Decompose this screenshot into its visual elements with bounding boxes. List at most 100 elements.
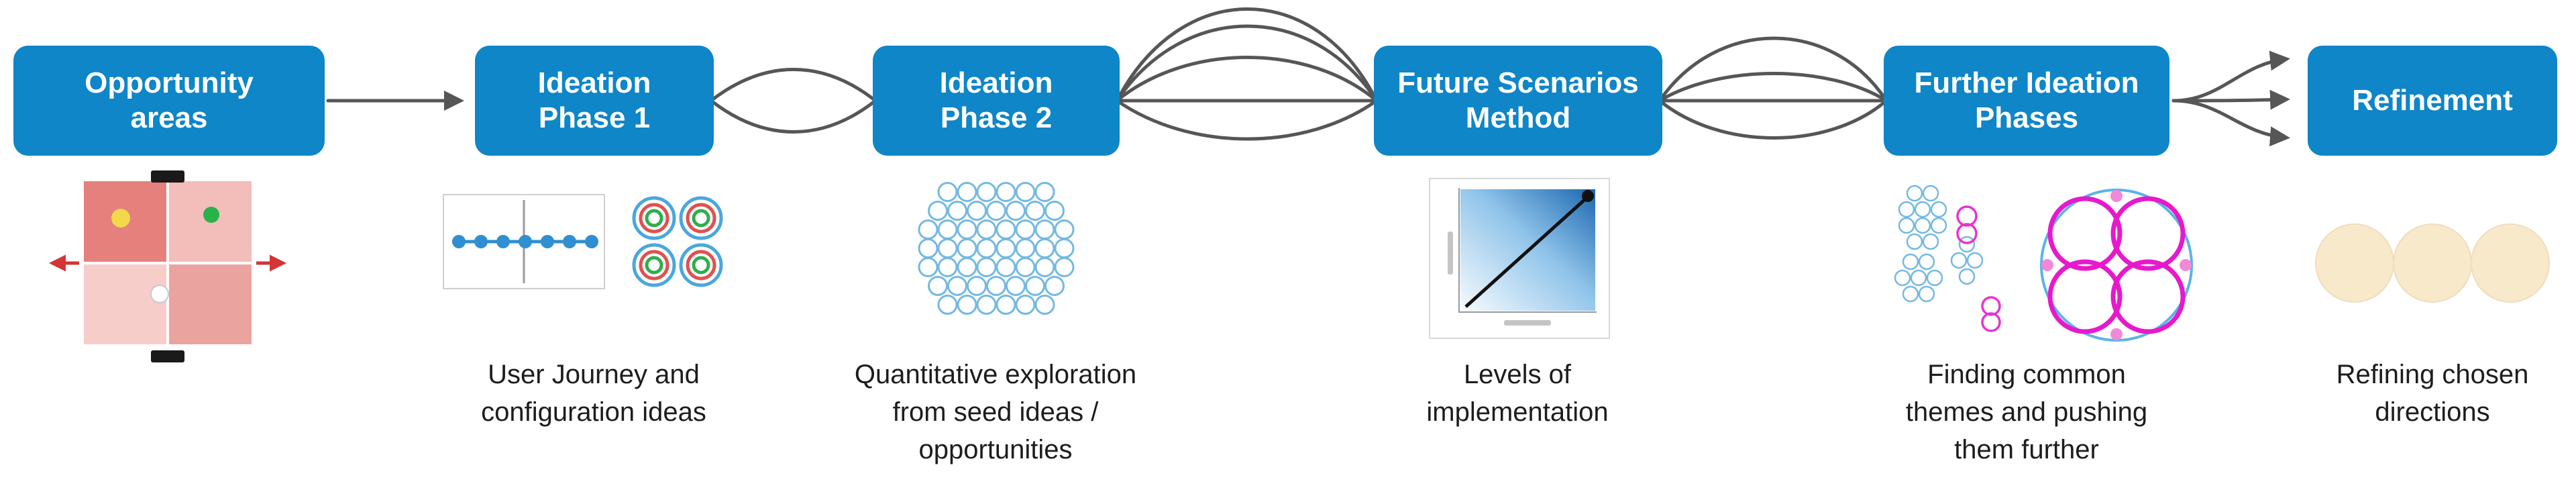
idea-circle [996,219,1016,240]
matrix-quadrant-bottom-right [169,264,252,344]
idea-circle [928,276,948,296]
stage-label: Ideation Phase 2 [939,66,1053,134]
idea-cluster-circles [918,182,1075,315]
idea-circle [1950,252,1968,269]
idea-circle [937,295,958,315]
journey-dots [452,235,598,248]
idea-circle [957,219,977,240]
idea-circle [1034,182,1055,202]
theme-intersection-dots [2041,190,2192,340]
idea-circle [1958,268,1976,285]
chart-y-axis-label [1448,232,1453,275]
idea-circle [1902,253,1919,270]
idea-circle [1910,269,1927,287]
idea-circle [1025,201,1045,221]
idea-circle [1044,201,1065,221]
idea-circle [1015,182,1036,202]
idea-circle [1898,217,1915,234]
refinement-circles-graphic [2315,223,2550,303]
idea-circle [1034,295,1055,315]
connector-arrow-5-6-bottom [2171,99,2290,147]
grouped-themes-circle-graphic [2040,189,2193,342]
stage-caption-further-ideation: Finding common themes and pushing them f… [1905,360,2148,464]
stage-label: Ideation Phase 1 [537,66,651,134]
idea-circle [937,238,958,258]
connector-braid-4-5-arc1 [1658,36,1888,103]
idea-circle [1044,276,1065,296]
theme-circles [2047,196,2186,334]
opportunity-matrix-graphic [49,170,286,362]
idea-circle [1034,257,1055,277]
stage-caption-ideation-1: User Journey and configuration ideas [481,360,706,427]
idea-circle [1914,201,1931,218]
matrix-dot-green [203,207,219,223]
stage-node-ideation-phase-1: Ideation Phase 1 [475,46,714,156]
idea-circle [1015,295,1036,315]
stage-caption-refinement: Refining chosen directions [2336,360,2529,427]
idea-circle [996,182,1016,202]
idea-circle [1054,238,1075,258]
idea-circle [918,257,938,277]
mini-cluster [1950,236,1984,285]
idea-circle [918,238,938,258]
idea-circle [1006,201,1026,221]
idea-circle [986,276,1006,296]
stage-caption-ideation-2: Quantitative exploration from seed ideas… [854,360,1137,464]
idea-circle [1015,219,1036,240]
idea-circle [1914,217,1931,234]
mini-cluster [1894,253,1943,303]
stage-node-future-scenarios-method: Future Scenarios Method [1374,46,1662,156]
chart-x-axis-label [1504,320,1551,326]
user-journey-timeline-graphic [443,194,723,289]
idea-circle [976,295,997,315]
idea-circle [957,257,977,277]
matrix-axis-label-top [151,170,184,183]
idea-circle [1926,269,1943,287]
stage-node-further-ideation-phases: Further Ideation Phases [1884,46,2169,156]
chart-diagonal-line [1464,197,1588,308]
idea-circle [1006,276,1026,296]
connector-arrow-5-6-top [2171,50,2290,103]
idea-circle [1894,269,1911,287]
idea-circle [996,238,1016,258]
connector-lens-2-3-top [709,68,877,103]
idea-cluster-graphic [918,182,1075,315]
idea-circle [1015,257,1036,277]
idea-circle [1898,201,1915,218]
target-rings-graphic [632,196,723,287]
mini-cluster [1898,185,1947,250]
idea-circle [947,276,967,296]
stage-node-refinement: Refinement [2308,46,2557,156]
chart-end-dot [1582,190,1594,202]
idea-circle [1054,257,1075,277]
idea-circle [1930,217,1947,234]
idea-circle [976,257,997,277]
idea-circle [967,201,987,221]
idea-circle [918,219,938,240]
matrix-quadrant-bottom-left [84,264,166,344]
idea-circle [1015,238,1036,258]
idea-circle [976,238,997,258]
idea-circle [928,201,948,221]
highlighted-theme-rings [1956,205,2001,332]
idea-circle [1930,201,1947,218]
connector-group [326,7,2290,147]
stage-label: Refinement [2352,84,2513,117]
matrix-dot-yellow [111,209,130,228]
idea-circle [1918,285,1935,303]
idea-circle [1034,219,1055,240]
idea-circle [1922,233,1939,250]
stage-label: Future Scenarios Method [1397,66,1639,134]
idea-circle [996,295,1016,315]
theme-clusters-graphic [1894,185,2193,342]
connector-braid-3-4-arc1 [1115,7,1379,103]
idea-circle [1906,233,1923,250]
idea-circle [1902,285,1919,303]
idea-circle [1918,253,1935,270]
stage-node-ideation-phase-2: Ideation Phase 2 [873,46,1120,156]
idea-circle [1025,276,1045,296]
idea-circle [1906,185,1923,202]
connector-braid-4-5-arc2 [1658,72,1888,103]
idea-circle [1034,238,1055,258]
